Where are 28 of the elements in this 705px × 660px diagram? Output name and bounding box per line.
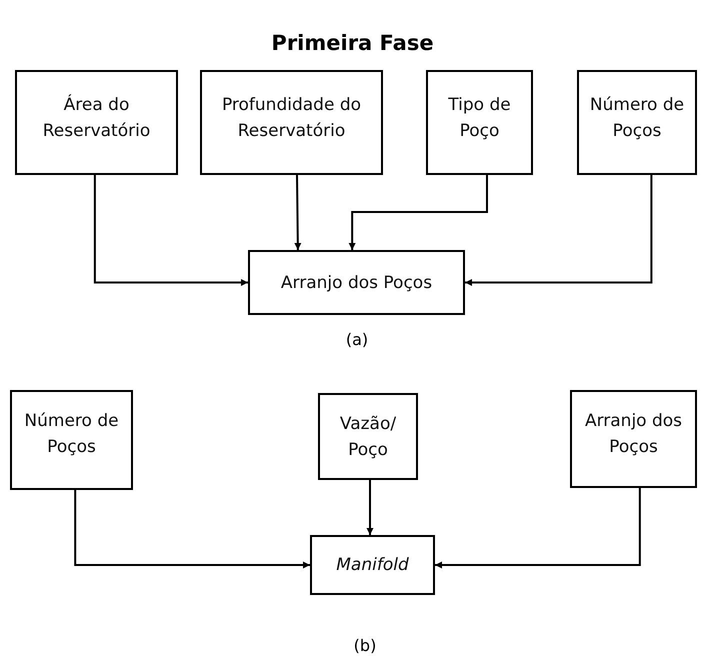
box-label: Vazão/ Poço (338, 413, 398, 462)
box-label: Número de Poços (588, 94, 686, 143)
process-box (10, 390, 133, 490)
arrow (348, 175, 488, 250)
process-box (426, 70, 533, 175)
arrow (294, 174, 302, 250)
box-label: Tipo de Poço (447, 94, 512, 143)
process-box (577, 70, 697, 175)
process-box (310, 535, 435, 595)
panel-caption: (a) (346, 329, 368, 351)
box-label: Manifold (335, 554, 410, 577)
arrow (74, 490, 310, 568)
process-box (248, 250, 465, 315)
box-label: Número de Poços (23, 410, 120, 459)
process-box (200, 70, 383, 175)
arrow (366, 480, 374, 535)
arrow (435, 488, 641, 568)
box-label: Área do Reservatório (42, 93, 152, 143)
process-box (570, 390, 697, 488)
process-box (318, 393, 418, 480)
box-label: Arranjo dos Poços (584, 410, 684, 459)
panel-caption: (b) (354, 635, 376, 657)
arrow (94, 175, 248, 286)
box-label: Profundidade do Reservatório (220, 94, 362, 143)
diagram-title: Primeira Fase (271, 30, 434, 57)
box-label: Arranjo dos Poços (280, 272, 434, 294)
process-box (15, 70, 178, 175)
arrow (465, 175, 652, 286)
